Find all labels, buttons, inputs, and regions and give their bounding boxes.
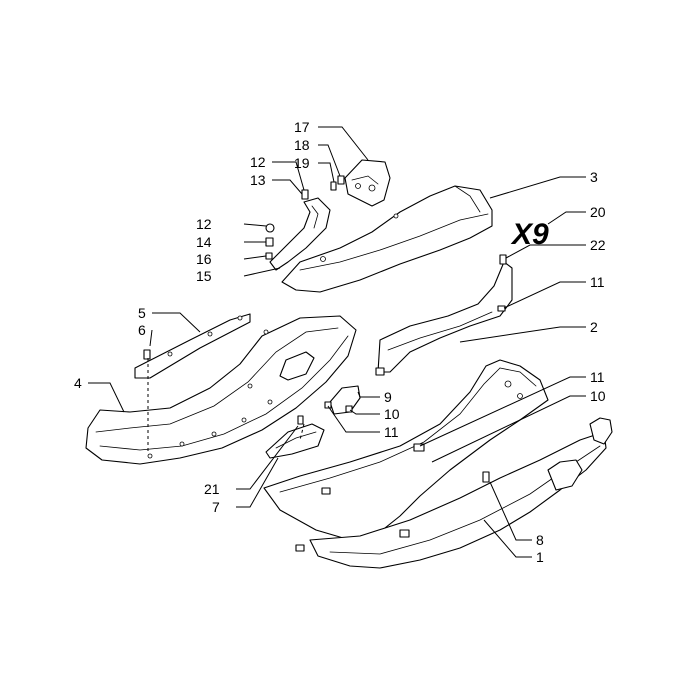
callout-6: 6 [138, 322, 146, 338]
callout-12-upper: 12 [250, 154, 266, 170]
callout-12-lower: 12 [196, 216, 212, 232]
part-17-bracket [344, 159, 391, 207]
callout-9: 9 [384, 389, 392, 405]
callout-11-right: 11 [590, 369, 605, 385]
part-18-19-fasteners [330, 175, 345, 191]
part-5-plate [134, 313, 251, 379]
part-21-screw [297, 415, 304, 425]
callout-11-upper: 11 [590, 274, 605, 290]
part-20-logo: X9 [510, 218, 549, 251]
leader-lines [88, 126, 586, 558]
part-11-clip-upper [497, 305, 506, 312]
callout-2: 2 [590, 319, 598, 335]
part-2-mid-cover [375, 261, 513, 376]
part-7-insert [265, 423, 325, 459]
callout-10-mid: 10 [384, 406, 400, 422]
callout-5: 5 [138, 305, 146, 321]
callout-15: 15 [196, 268, 212, 284]
part-15-bracket [269, 197, 331, 271]
callout-11-mid: 11 [384, 424, 399, 440]
callout-14: 14 [196, 234, 212, 250]
callout-3: 3 [590, 169, 598, 185]
callout-19: 19 [294, 155, 310, 171]
callout-7: 7 [212, 499, 220, 515]
callout-20: 20 [590, 204, 606, 220]
part-3-upper-cover [281, 185, 493, 293]
callout-22: 22 [590, 237, 606, 253]
part-4-floor-panel [85, 315, 357, 465]
callout-21: 21 [204, 481, 220, 497]
callout-18: 18 [294, 137, 310, 153]
callout-8: 8 [536, 532, 544, 548]
part-1-lower-panel [263, 359, 613, 569]
part-8-screw [295, 471, 490, 552]
callout-17: 17 [294, 119, 310, 135]
callout-labels: 17 18 19 12 13 12 14 16 15 3 20 22 11 2 … [74, 119, 606, 565]
callout-16: 16 [196, 251, 212, 267]
callout-4: 4 [74, 375, 82, 391]
callout-10-right: 10 [590, 388, 606, 404]
part-6-screw [143, 349, 151, 360]
logo-text: X9 [510, 218, 549, 251]
part-22-screw [499, 254, 507, 265]
callout-13: 13 [250, 172, 266, 188]
callout-1: 1 [536, 549, 544, 565]
